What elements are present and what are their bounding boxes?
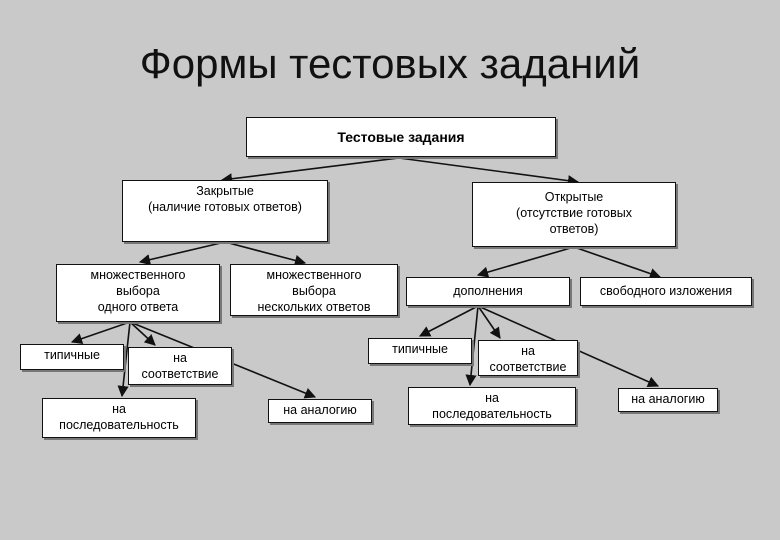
edge-right-sequence [465,305,479,387]
node-typical-left: типичные [20,344,124,370]
edge-right-typical [419,305,479,337]
node-multiple-one: множественного выбора одного ответа [56,264,220,322]
node-root: Тестовые задания [246,117,556,157]
node-analogy-right: на аналогию [618,388,718,412]
node-addition: дополнения [406,277,570,306]
edge-open-addition [476,246,575,278]
edge-root-open [398,157,580,187]
node-typical-right: типичные [368,338,472,364]
node-match-right: на соответствие [478,340,578,376]
node-match-left: на соответствие [128,347,232,385]
node-analogy-left: на аналогию [268,399,372,423]
node-open: Открытые (отсутствие готовых ответов) [472,182,676,247]
node-sequence-right: на последовательность [408,387,576,425]
edge-left-match [129,321,156,346]
edge-closed-multione [138,241,226,266]
edge-left-typical [70,321,131,345]
node-sequence-left: на последовательность [42,398,196,438]
page-title: Формы тестовых заданий [139,40,641,87]
node-closed: Закрытые (наличие готовых ответов) [122,180,328,242]
edge-left-sequence [117,321,131,398]
node-multiple-many: множественного выбора нескольких ответов [230,264,398,316]
edge-closed-multimany [224,241,307,266]
edge-root-closed [220,157,400,185]
node-free: свободного изложения [580,277,752,306]
edge-right-match [477,305,501,339]
edge-open-free [573,246,662,279]
